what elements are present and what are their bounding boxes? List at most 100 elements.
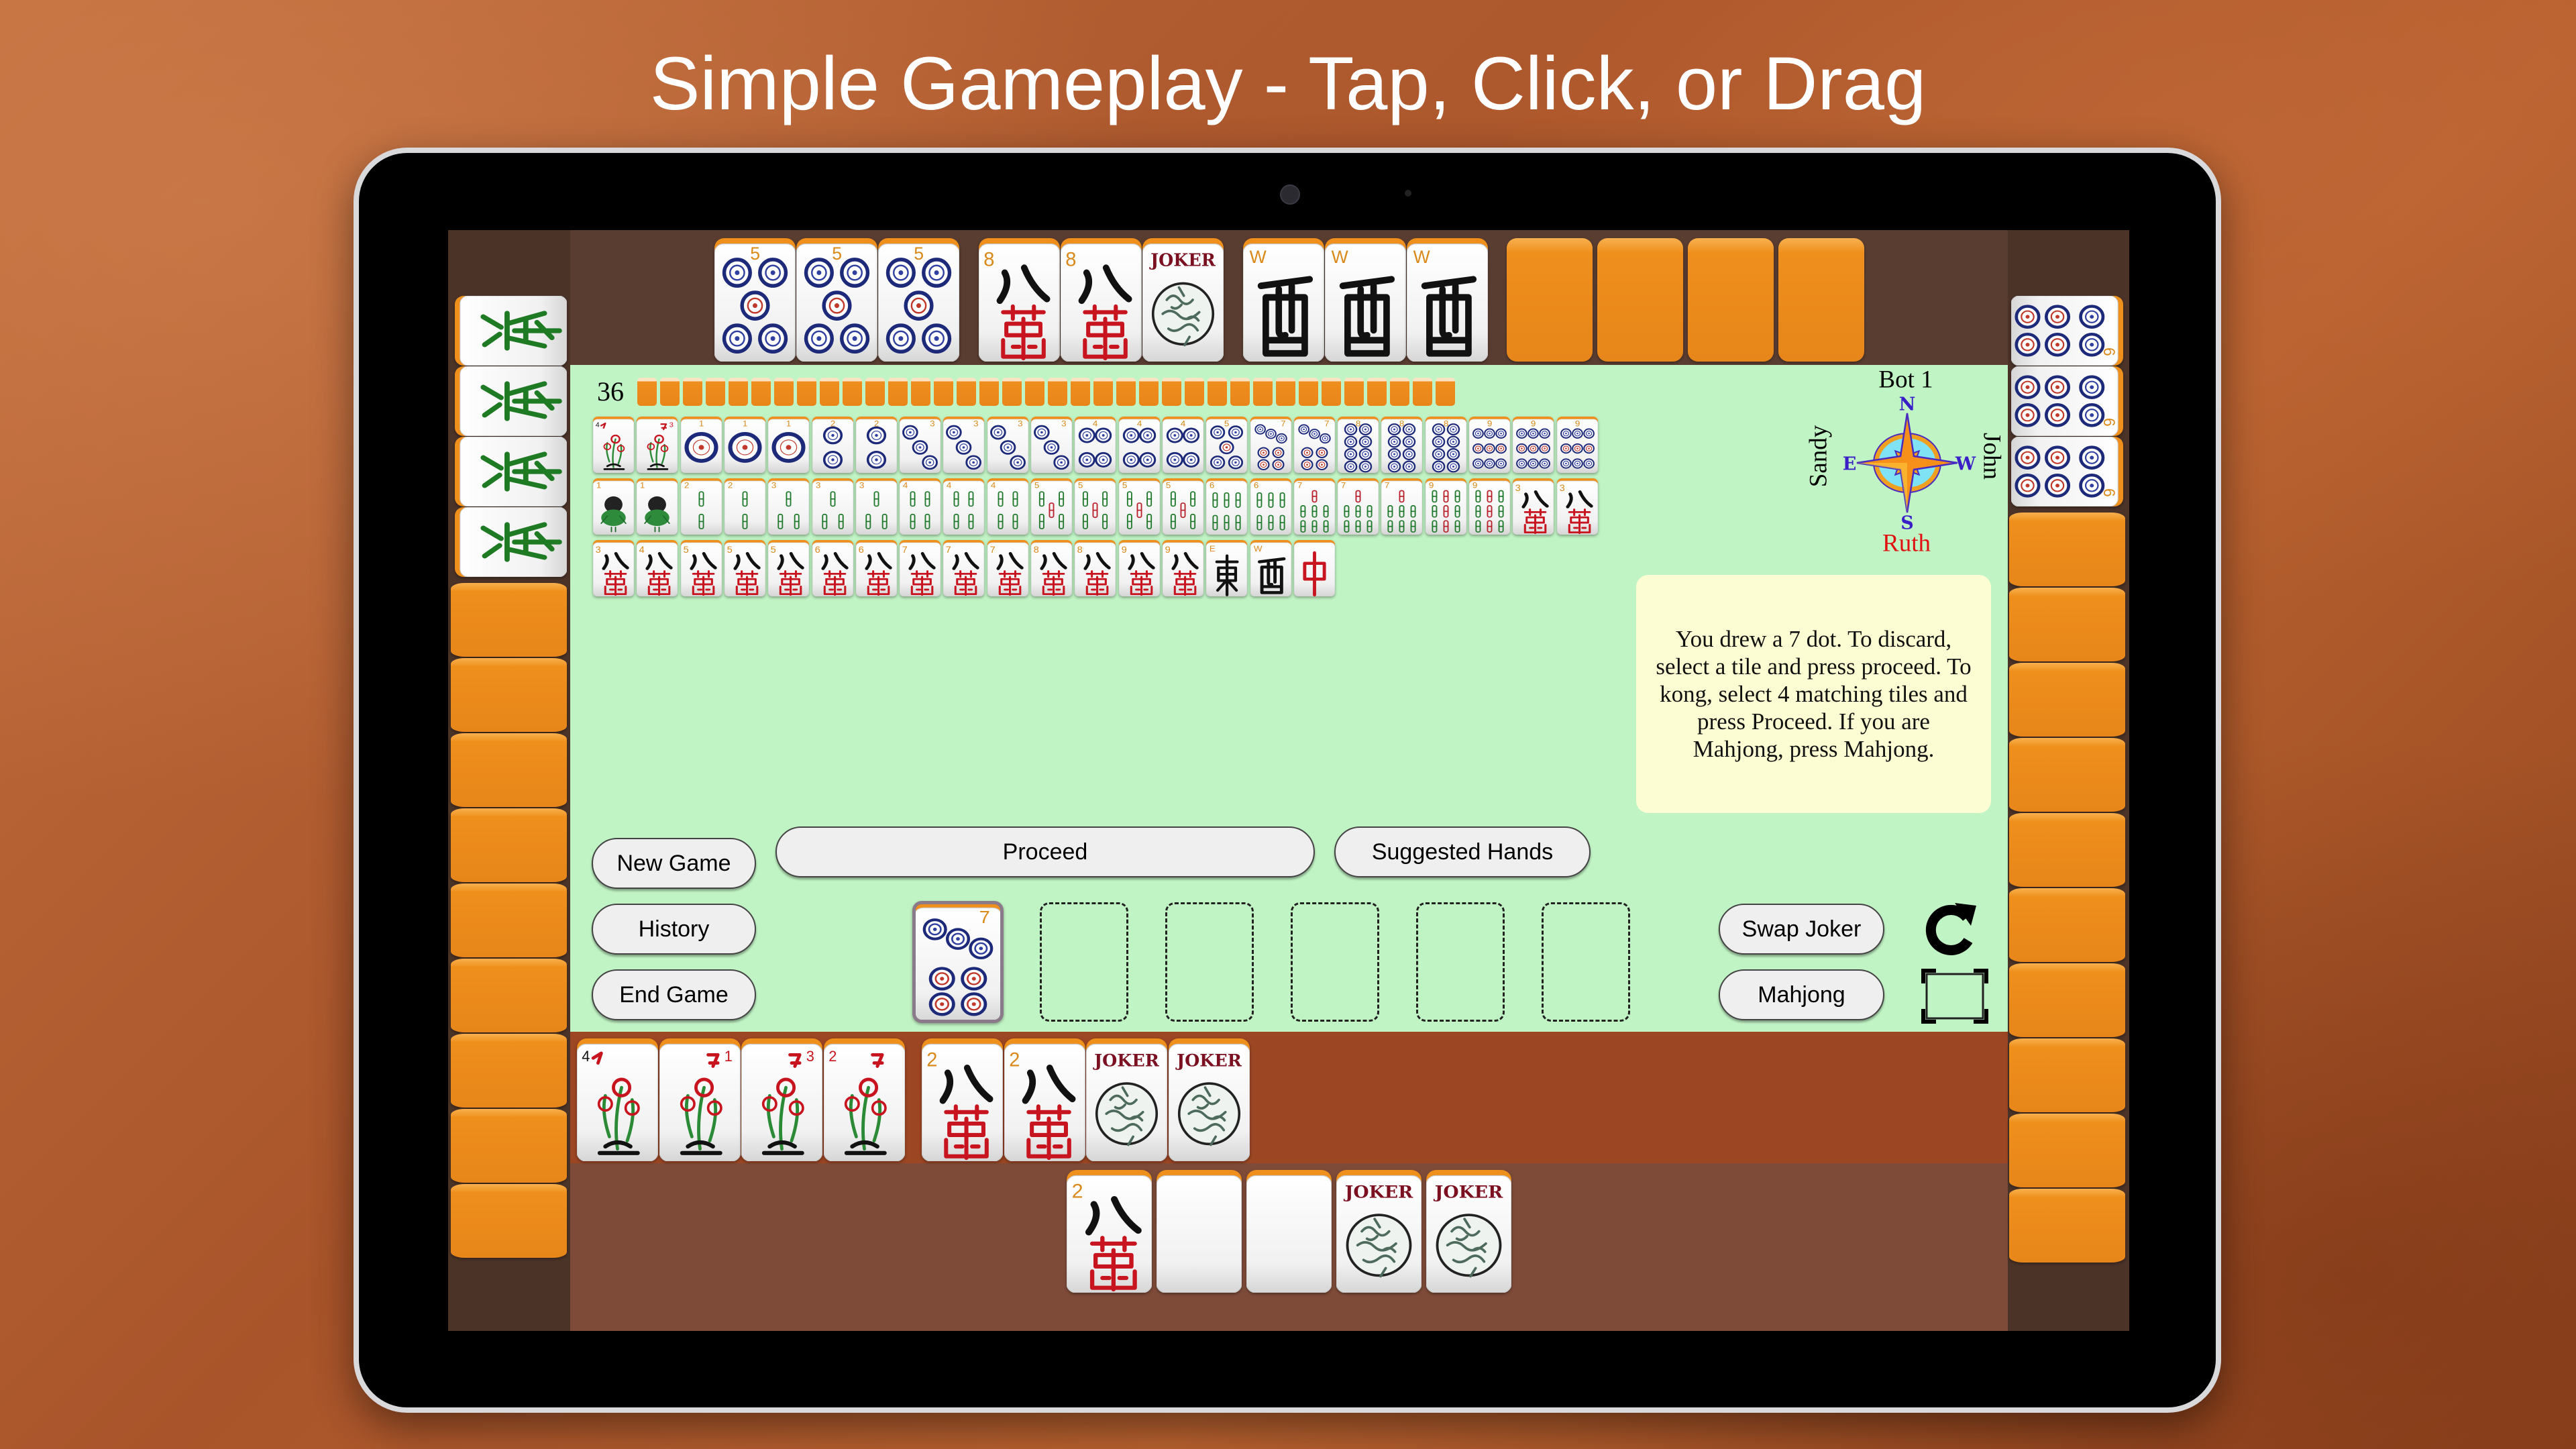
hidden-tile	[1778, 238, 1864, 362]
hidden-tile	[451, 583, 567, 657]
wall-tile	[706, 378, 725, 406]
tile-corner-label: 8	[983, 250, 994, 271]
refresh-icon[interactable]	[1920, 899, 1982, 959]
new-game-button[interactable]: New Game	[592, 838, 756, 889]
dot-1-tile: 1	[724, 417, 765, 473]
hidden-tile	[451, 1184, 567, 1258]
dot-7-tile[interactable]: 7	[912, 901, 1004, 1023]
west-player-name: John	[1978, 433, 2006, 480]
crak-6-tile: 6	[812, 540, 853, 596]
crak-5-tile: 5	[768, 540, 810, 596]
joker-tile[interactable]: JOKER	[1336, 1170, 1421, 1293]
wall-tile	[1390, 378, 1409, 406]
wall-tile	[797, 378, 816, 406]
tile-corner-label: 3	[806, 1048, 814, 1065]
dot-3-tile: 3	[987, 417, 1028, 473]
tile-corner-label: JOKER	[1175, 1051, 1242, 1071]
crak-2-tile[interactable]: 2	[922, 1038, 1003, 1161]
crak-7-tile: 7	[900, 540, 941, 596]
blank-tile[interactable]	[1246, 1170, 1332, 1293]
tile-corner-label: 5	[1122, 480, 1126, 490]
tile-corner-label: 9	[1487, 419, 1492, 428]
green-dragon-tile	[455, 437, 567, 506]
bam-2-tile: 2	[680, 478, 722, 535]
end-game-button[interactable]: End Game	[592, 969, 756, 1020]
tile-corner-label: 5	[1166, 480, 1171, 490]
wall-tile	[1367, 378, 1387, 406]
tile-corner-label: 4	[596, 421, 600, 429]
fullscreen-icon[interactable]	[1921, 969, 1988, 1024]
west-wind-tile: W	[1243, 238, 1324, 362]
hidden-tile	[1688, 238, 1774, 362]
proceed-button[interactable]: Proceed	[775, 826, 1315, 877]
wall-tile	[729, 378, 748, 406]
wall-tile	[751, 378, 771, 406]
bam-3-tile: 3	[812, 478, 853, 535]
tile-corner-label: 2	[1009, 1049, 1020, 1071]
history-button[interactable]: History	[592, 904, 756, 955]
tile-corner-label: 7	[1324, 419, 1329, 428]
joker-tile[interactable]: JOKER	[1086, 1038, 1167, 1161]
bam-9-tile: 9	[1469, 478, 1510, 535]
tile-corner-label: 9	[1429, 480, 1434, 490]
tile-corner-label: 3	[669, 421, 674, 429]
west-wind-tile: W	[1407, 238, 1488, 362]
dot-5-tile: 5	[1206, 417, 1248, 473]
selection-slot[interactable]	[1291, 902, 1379, 1022]
crak-2-tile[interactable]: 2	[1004, 1038, 1085, 1161]
selection-slot[interactable]	[1416, 902, 1505, 1022]
joker-tile[interactable]: JOKER	[1168, 1038, 1250, 1161]
suggested-hands-button[interactable]: Suggested Hands	[1334, 826, 1591, 877]
dot-9-tile: 9	[1556, 417, 1598, 473]
flower-2-tile[interactable]: 2	[823, 1038, 905, 1161]
hidden-tile	[451, 658, 567, 732]
wall-tile	[1162, 378, 1181, 406]
crak-2-tile[interactable]: 2	[1067, 1170, 1152, 1293]
bam-5-tile: 5	[1118, 478, 1160, 535]
swap-joker-button[interactable]: Swap Joker	[1719, 904, 1884, 955]
crak-5-tile: 5	[724, 540, 765, 596]
wall-tile	[1185, 378, 1204, 406]
tile-corner-label: JOKER	[1149, 251, 1216, 271]
tile-corner-label: JOKER	[1434, 1182, 1503, 1202]
selection-slot[interactable]	[1165, 902, 1254, 1022]
tile-corner-label: 5	[727, 545, 733, 555]
joker-tile[interactable]: JOKER	[1426, 1170, 1511, 1293]
crak-9-tile: 9	[1162, 540, 1203, 596]
flower-3-tile[interactable]: 3	[741, 1038, 822, 1161]
blank-tile[interactable]	[1157, 1170, 1242, 1293]
selection-slot[interactable]	[1040, 902, 1128, 1022]
tile-corner-label: 3	[1515, 483, 1521, 493]
hidden-tile	[2009, 738, 2125, 812]
mahjong-button[interactable]: Mahjong	[1719, 969, 1884, 1020]
tile-corner-label: 6	[2100, 418, 2118, 427]
selection-slot[interactable]	[1542, 902, 1630, 1022]
east-wind-tile: E	[1206, 540, 1248, 596]
tile-corner-label: 5	[1034, 480, 1039, 490]
bam-7-tile: 7	[1293, 478, 1335, 535]
wall-tile	[1413, 378, 1432, 406]
dot-5-tile: 5	[714, 238, 796, 362]
tile-corner-label: 3	[1061, 419, 1066, 428]
camera-icon	[1280, 184, 1300, 205]
bam-4-tile: 4	[900, 478, 941, 535]
flower-4-tile[interactable]: 4	[577, 1038, 658, 1161]
tile-corner-label: 7	[902, 545, 908, 555]
tile-corner-label: 1	[640, 480, 645, 490]
tile-corner-label: 1	[743, 419, 747, 428]
bam-4-tile: 4	[943, 478, 985, 535]
tile-corner-label: 9	[1531, 419, 1536, 428]
hidden-tile	[2009, 813, 2125, 887]
hidden-tile	[2009, 663, 2125, 737]
wall-tile	[1025, 378, 1044, 406]
tile-corner-label: 2	[684, 480, 688, 490]
wall-tile	[1139, 378, 1159, 406]
wall-tile	[1344, 378, 1364, 406]
instruction-panel: You drew a 7 dot. To discard, select a t…	[1636, 575, 1991, 813]
hidden-tile	[2009, 888, 2125, 962]
tile-corner-label: 8	[1356, 419, 1360, 428]
wall-tile	[957, 378, 976, 406]
crak-6-tile: 6	[855, 540, 897, 596]
dot-3-tile: 3	[943, 417, 985, 473]
flower-1-tile[interactable]: 1	[659, 1038, 741, 1161]
